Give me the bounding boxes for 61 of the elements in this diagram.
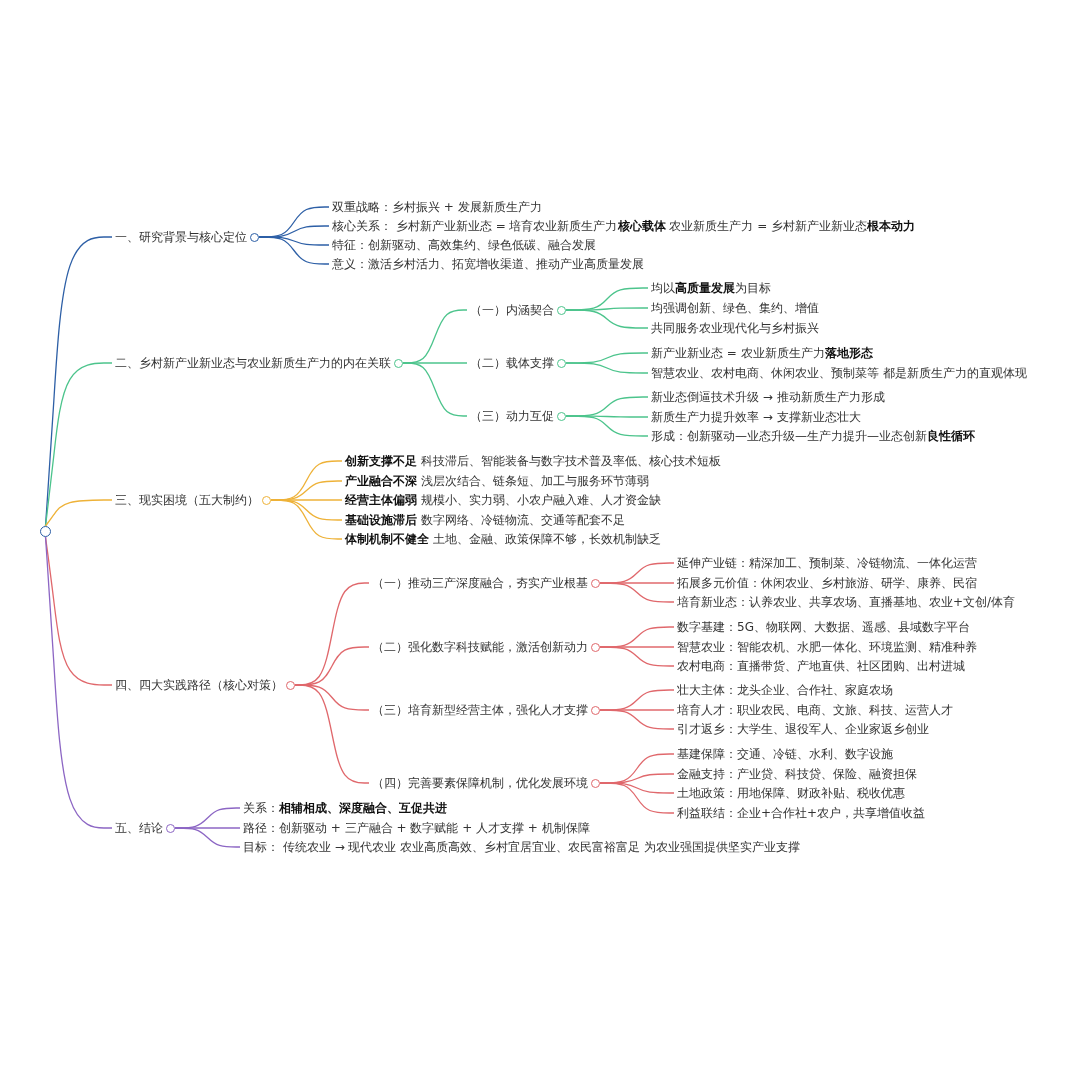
topic-text: 新业态倒逼技术升级 → 推动新质生产力形成	[651, 387, 885, 407]
topic-text: 路径：创新驱动 + 三产融合 + 数字赋能 + 人才支撑 + 机制保障	[243, 818, 590, 838]
topic-text: （二）载体支撑	[470, 355, 554, 372]
branch-line	[565, 309, 649, 329]
topic-text: 目标： 传统农业 → 现代农业 农业高质高效、乡村宜居宜业、农民富裕富足 为农业强国提供坚实产业支撑	[243, 837, 801, 857]
topic-text: 壮大主体：龙头企业、合作社、家庭农场	[677, 680, 893, 700]
topic-text: 五、结论	[115, 820, 163, 837]
topic-text: 形成：创新驱动—业态升级—生产力提升—业态创新良性循环	[651, 426, 975, 446]
topic-text: 数字基建：5G、物联网、大数据、遥感、县域数字平台	[677, 617, 970, 637]
topic-text: （一）推动三产深度融合，夯实产业根基	[372, 575, 588, 592]
topic-text: 双重战略：乡村振兴 + 发展新质生产力	[332, 197, 542, 217]
topic-text: 二、乡村新产业新业态与农业新质生产力的内在关联	[115, 355, 391, 372]
topic-text: （三）培育新型经营主体，强化人才支撑	[372, 702, 588, 719]
topic-text: 意义：激活乡村活力、拓宽增收渠道、推动产业高质量发展	[332, 254, 644, 274]
topic-text: 利益联结：企业+合作社+农户，共享增值收益	[677, 803, 926, 823]
branch-line	[599, 709, 675, 730]
topic-text: （一）内涵契合	[470, 302, 554, 319]
topic-text: （三）动力互促	[470, 408, 554, 425]
topic-text: 核心关系： 乡村新产业新业态 = 培育农业新质生产力核心载体 农业新质生产力 = 乡村新产业新业态根本动力	[332, 216, 915, 236]
branch-line	[44, 499, 113, 527]
root-circle	[40, 526, 51, 537]
branch-line	[565, 415, 649, 437]
topic-text: 基建保障：交通、冷链、水利、数字设施	[677, 744, 893, 764]
topic-text: 引才返乡：大学生、退役军人、企业家返乡创业	[677, 719, 929, 739]
branch-line	[270, 499, 343, 540]
topic-text: 智慧农业、农村电商、休闲农业、预制菜等 都是新质生产力的直观体现	[651, 363, 1027, 383]
topic-text: 体制机制不健全 土地、金融、政策保障不够，长效机制缺乏	[345, 529, 661, 549]
branch-line	[174, 827, 241, 848]
branch-line	[258, 236, 330, 265]
branch-line	[44, 362, 113, 527]
topic-text: 创新支撑不足 科技滞后、智能装备与数字技术普及率低、核心技术短板	[345, 451, 721, 471]
topic-text: （四）完善要素保障机制，优化发展环境	[372, 775, 588, 792]
topic-text: 特征：创新驱动、高效集约、绿色低碳、融合发展	[332, 235, 596, 255]
topic-text: 基础设施滞后 数字网络、冷链物流、交通等配套不足	[345, 510, 625, 530]
topic-text: 农村电商：直播带货、产地直供、社区团购、出村进城	[677, 656, 965, 676]
topic-text: 四、四大实践路径（核心对策）	[115, 677, 283, 694]
topic-text: 经营主体偏弱 规模小、实力弱、小农户融入难、人才资金缺	[345, 490, 661, 510]
branch-line	[294, 684, 370, 784]
branch-line	[599, 646, 675, 667]
topic-text: 金融支持：产业贷、科技贷、保险、融资担保	[677, 764, 917, 784]
topic-text: 关系：相辅相成、深度融合、互促共进	[243, 798, 447, 818]
topic-text: 产业融合不深 浅层次结合、链条短、加工与服务环节薄弱	[345, 471, 649, 491]
topic-text: 均强调创新、绿色、集约、增值	[651, 298, 819, 318]
topic-text: 延伸产业链：精深加工、预制菜、冷链物流、一体化运营	[677, 553, 977, 573]
topic-text: 培育人才：职业农民、电商、文旅、科技、运营人才	[677, 700, 953, 720]
topic-text: 均以高质量发展为目标	[651, 278, 771, 298]
branch-line	[44, 536, 113, 829]
topic-text: 共同服务农业现代化与乡村振兴	[651, 318, 819, 338]
topic-text: 新产业新业态 = 农业新质生产力落地形态	[651, 343, 873, 363]
topic-text: 三、现实困境（五大制约）	[115, 492, 259, 509]
branch-line	[599, 782, 675, 814]
topic-text: 一、研究背景与核心定位	[115, 229, 247, 246]
branch-line	[565, 362, 649, 374]
topic-text: 培育新业态：认养农业、共享农场、直播基地、农业+文创/体育	[677, 592, 1016, 612]
topic-text: （二）强化数字科技赋能，激活创新动力	[372, 639, 588, 656]
topic-text: 新质生产力提升效率 → 支撑新业态壮大	[651, 407, 861, 427]
topic-text: 土地政策：用地保障、财政补贴、税收优惠	[677, 783, 905, 803]
branch-line	[599, 582, 675, 603]
branch-line	[402, 362, 468, 417]
topic-text: 拓展多元价值：休闲农业、乡村旅游、研学、康养、民宿	[677, 573, 977, 593]
topic-text: 智慧农业：智能农机、水肥一体化、环境监测、精准种养	[677, 637, 977, 657]
